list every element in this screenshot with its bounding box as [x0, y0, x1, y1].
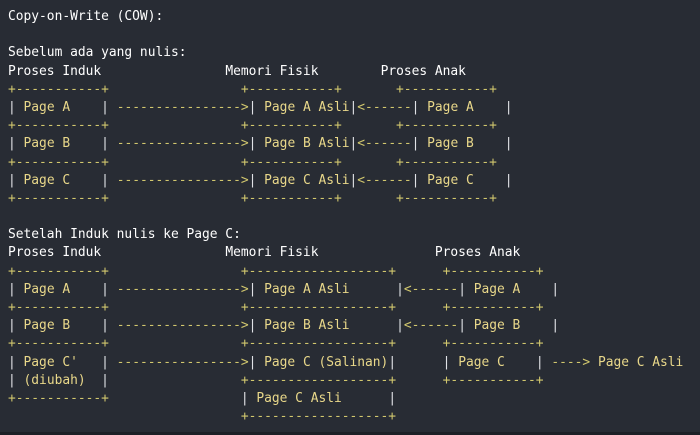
before-border-row: +-----------+ +-----------+ +-----------… — [8, 81, 497, 97]
after-row-d: +-----------+ | Page C Asli | — [8, 390, 397, 406]
before-row-b: | Page B | ---------------->| Page B Asl… — [8, 136, 513, 152]
after-arrow-child-a: <------ — [403, 281, 459, 297]
before-border-row: +-----------+ +-----------+ +-----------… — [8, 118, 497, 134]
after-column-headers: Proses Induk Memori Fisik Proses Anak — [8, 244, 683, 262]
after-child-page-a: Page A — [473, 281, 521, 297]
after-col-parent: Proses Induk — [8, 245, 102, 261]
before-arrow-child-c: <------ — [357, 172, 412, 188]
after-border-row: +------------------+ — [8, 409, 397, 425]
after-memory-page-c-original: Page C Asli — [256, 390, 342, 406]
after-memory-page-b: Page B Asli — [264, 318, 350, 334]
before-heading: Sebelum ada yang nulis: — [8, 45, 187, 61]
diagram-title: Copy-on-Write (COW): — [8, 9, 164, 24]
after-col-child: Proses Anak — [434, 245, 521, 261]
before-arrow-child-a: <------ — [357, 99, 412, 115]
after-arrow-parent-b: ----------------> — [116, 318, 249, 334]
after-parent-page-c-modified: Page C' — [23, 354, 78, 370]
after-child-c-target: Page C Asli — [597, 354, 684, 370]
after-border-row: +-----------+ +------------------+ +----… — [8, 263, 544, 279]
before-arrow-parent-b: ----------------> — [116, 136, 249, 152]
after-parent-page-a: Page A — [23, 281, 71, 297]
before-child-page-b: Page B — [427, 136, 474, 152]
after-child-page-b: Page B — [473, 318, 521, 334]
ascii-diagram: Copy-on-Write (COW): Sebelum ada yang nul… — [8, 8, 683, 426]
after-row-b: | Page B | ---------------->| Page B Asl… — [8, 318, 560, 334]
before-child-page-c: Page C — [427, 172, 474, 188]
after-arrow-parent-a: ----------------> — [116, 281, 249, 297]
after-row-c: | Page C' | ---------------->| Page C (S… — [8, 354, 684, 370]
after-row-a: | Page A | ---------------->| Page A Asl… — [8, 281, 560, 297]
after-memory-page-a: Page A Asli — [264, 281, 350, 297]
before-border-row: +-----------+ +-----------+ +-----------… — [8, 190, 497, 206]
after-heading: Setelah Induk nulis ke Page C: — [8, 227, 241, 243]
before-memory-page-b: Page B Asli — [264, 136, 350, 152]
before-col-memory: Memori Fisik — [225, 63, 319, 79]
after-border-row: +-----------+ +------------------+ +----… — [8, 336, 544, 352]
before-row-c: | Page C | ---------------->| Page C Asl… — [8, 172, 513, 188]
before-row-a: | Page A | ---------------->| Page A Asl… — [8, 99, 513, 115]
before-child-page-a: Page A — [427, 99, 474, 115]
after-row-c-note: | (diubah) | +------------------+ +-----… — [8, 372, 544, 388]
before-border-row: +-----------+ +-----------+ +-----------… — [8, 154, 497, 170]
after-arrow-child-b: <------ — [403, 318, 459, 334]
before-col-parent: Proses Induk — [8, 63, 102, 79]
after-parent-page-b: Page B — [23, 318, 71, 334]
after-arrow-child-c-external: ----> — [551, 354, 591, 370]
after-child-page-c: Page C — [458, 354, 505, 370]
before-arrow-parent-c: ----------------> — [116, 172, 249, 188]
before-parent-page-a: Page A — [23, 99, 71, 115]
before-arrow-parent-a: ----------------> — [116, 99, 249, 115]
before-parent-page-b: Page B — [23, 136, 71, 152]
after-arrow-parent-c: ----------------> — [116, 354, 249, 370]
before-memory-page-c: Page C Asli — [264, 172, 350, 188]
before-parent-page-c: Page C — [23, 172, 71, 188]
before-col-child: Proses Anak — [380, 63, 466, 79]
after-memory-page-c-copy: Page C (Salinan) — [264, 354, 389, 370]
before-arrow-child-b: <------ — [357, 136, 412, 152]
after-col-memory: Memori Fisik — [225, 245, 319, 261]
before-memory-page-a: Page A Asli — [264, 99, 350, 115]
before-column-headers: Proses Induk Memori Fisik Proses Anak — [8, 63, 683, 81]
after-parent-modified-note: (diubah) — [23, 372, 86, 388]
after-border-row: +-----------+ +------------------+ +----… — [8, 300, 544, 315]
